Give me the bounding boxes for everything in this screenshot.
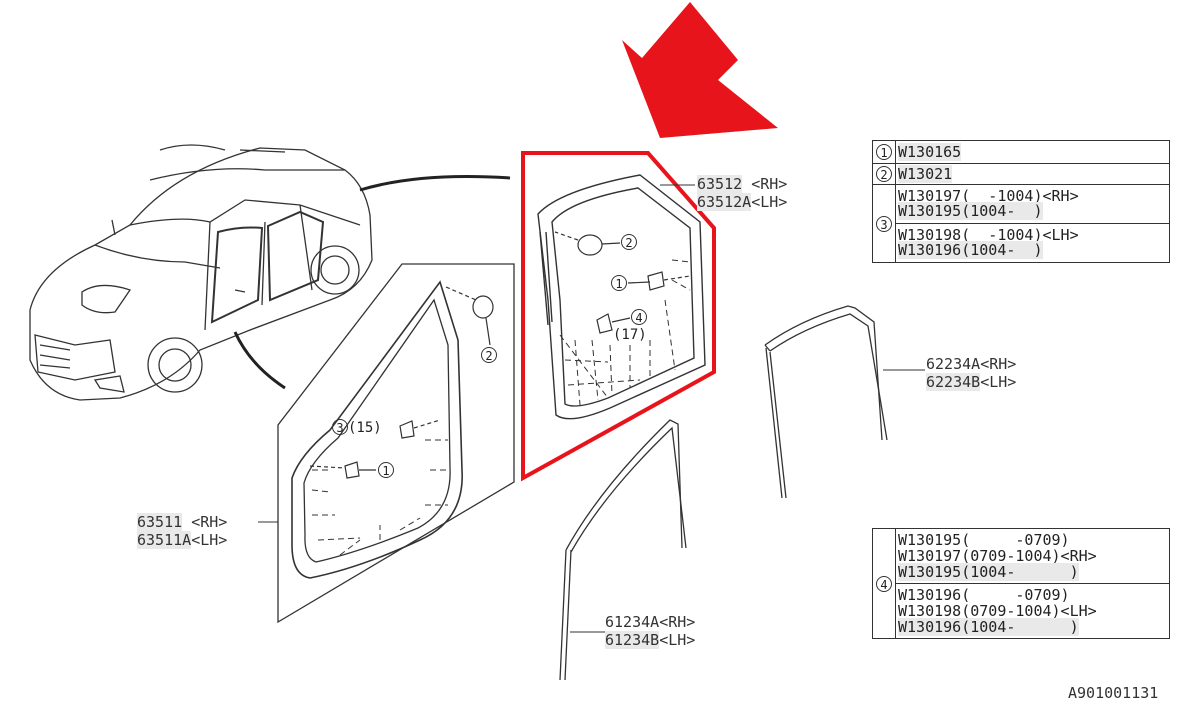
front-door-panel bbox=[277, 263, 515, 624]
part-number: 63511A bbox=[137, 531, 192, 549]
leader-car-front bbox=[233, 331, 286, 390]
label-61234A: 61234A<RH> bbox=[605, 614, 695, 631]
part-code: W130165 bbox=[895, 140, 1170, 164]
part-number: 62234A bbox=[926, 355, 981, 373]
part-number: 63511 bbox=[137, 513, 183, 531]
part-code-group-rh: W130197( -1004)<RH>W130195(1004- ) bbox=[895, 184, 1170, 224]
side: <RH> bbox=[659, 613, 696, 631]
rear-door-weatherstrip bbox=[537, 174, 706, 420]
highlight-frame bbox=[521, 151, 716, 482]
side: <RH> bbox=[751, 175, 788, 193]
callout-front-1: 1 bbox=[378, 462, 394, 479]
label-63511: 63511 <RH> bbox=[137, 513, 228, 531]
table-row: 4 W130195( -0709)W130197(0709-1004)<RH>W… bbox=[872, 528, 1170, 639]
part-number: 63512A bbox=[697, 193, 752, 211]
side: <RH> bbox=[191, 513, 228, 531]
part-number: 61234B bbox=[605, 631, 660, 649]
table-row: 2 W13021 bbox=[872, 163, 1170, 185]
row-number: 4 bbox=[872, 528, 896, 639]
front-glass-run bbox=[559, 419, 687, 681]
part-number: 62234B bbox=[926, 373, 981, 391]
table-row: W130196( -0709)W130198(0709-1004)<LH>W13… bbox=[873, 583, 1170, 639]
callout-front-3: 3(15) bbox=[332, 419, 382, 436]
side: <LH> bbox=[659, 631, 696, 649]
label-62234B: 62234B<LH> bbox=[926, 373, 1017, 391]
row-number: 1 bbox=[872, 140, 896, 164]
rear-glass-run bbox=[764, 305, 888, 499]
callout-rear-1: 1 bbox=[611, 275, 627, 292]
rear-clips bbox=[554, 231, 691, 334]
label-63511A: 63511A<LH> bbox=[137, 531, 228, 549]
diagram-id: A901001131 bbox=[1068, 684, 1159, 702]
callout-rear-4: 4 bbox=[631, 309, 647, 326]
part-number: 63512 bbox=[697, 175, 743, 193]
side: <LH> bbox=[980, 373, 1017, 391]
part-code-group-lh: W130198( -1004)<LH>W130196(1004- ) bbox=[895, 223, 1170, 263]
leader-car-rear bbox=[359, 175, 511, 192]
label-62234A: 62234A<RH> bbox=[926, 356, 1016, 373]
row-number: 3 bbox=[872, 184, 896, 263]
table-row: W130198( -1004)<LH>W130196(1004- ) bbox=[873, 223, 1170, 263]
row-number: 2 bbox=[872, 163, 896, 185]
front-clips bbox=[309, 286, 494, 479]
car-illustration bbox=[29, 144, 373, 401]
side: <LH> bbox=[191, 531, 228, 549]
parts-table-fasteners: 4 W130195( -0709)W130197(0709-1004)<RH>W… bbox=[872, 528, 1170, 639]
label-63512: 63512 <RH> bbox=[697, 175, 788, 193]
callout-front-2: 2 bbox=[481, 347, 497, 364]
table-row: 3 W130197( -1004)<RH>W130195(1004- ) bbox=[872, 184, 1170, 263]
callout-rear-4-qty: (17) bbox=[613, 327, 647, 343]
part-code-group-lh: W130196( -0709)W130198(0709-1004)<LH>W13… bbox=[895, 583, 1170, 639]
table-row: 1 W130165 bbox=[872, 140, 1170, 164]
part-code: W13021 bbox=[895, 163, 1170, 185]
part-code-group-rh: W130195( -0709)W130197(0709-1004)<RH>W13… bbox=[895, 528, 1170, 584]
label-63512A: 63512A<LH> bbox=[697, 193, 788, 211]
side: <RH> bbox=[980, 355, 1017, 373]
side: <LH> bbox=[751, 193, 788, 211]
callout-front-3-qty: (15) bbox=[348, 420, 382, 436]
parts-table-clips: 1 W130165 2 W13021 3 W130197( -1004)<RH>… bbox=[872, 140, 1170, 263]
callout-rear-2: 2 bbox=[621, 234, 637, 251]
highlight-arrow bbox=[622, 2, 778, 138]
label-61234B: 61234B<LH> bbox=[605, 631, 696, 649]
part-number: 61234A bbox=[605, 613, 660, 631]
